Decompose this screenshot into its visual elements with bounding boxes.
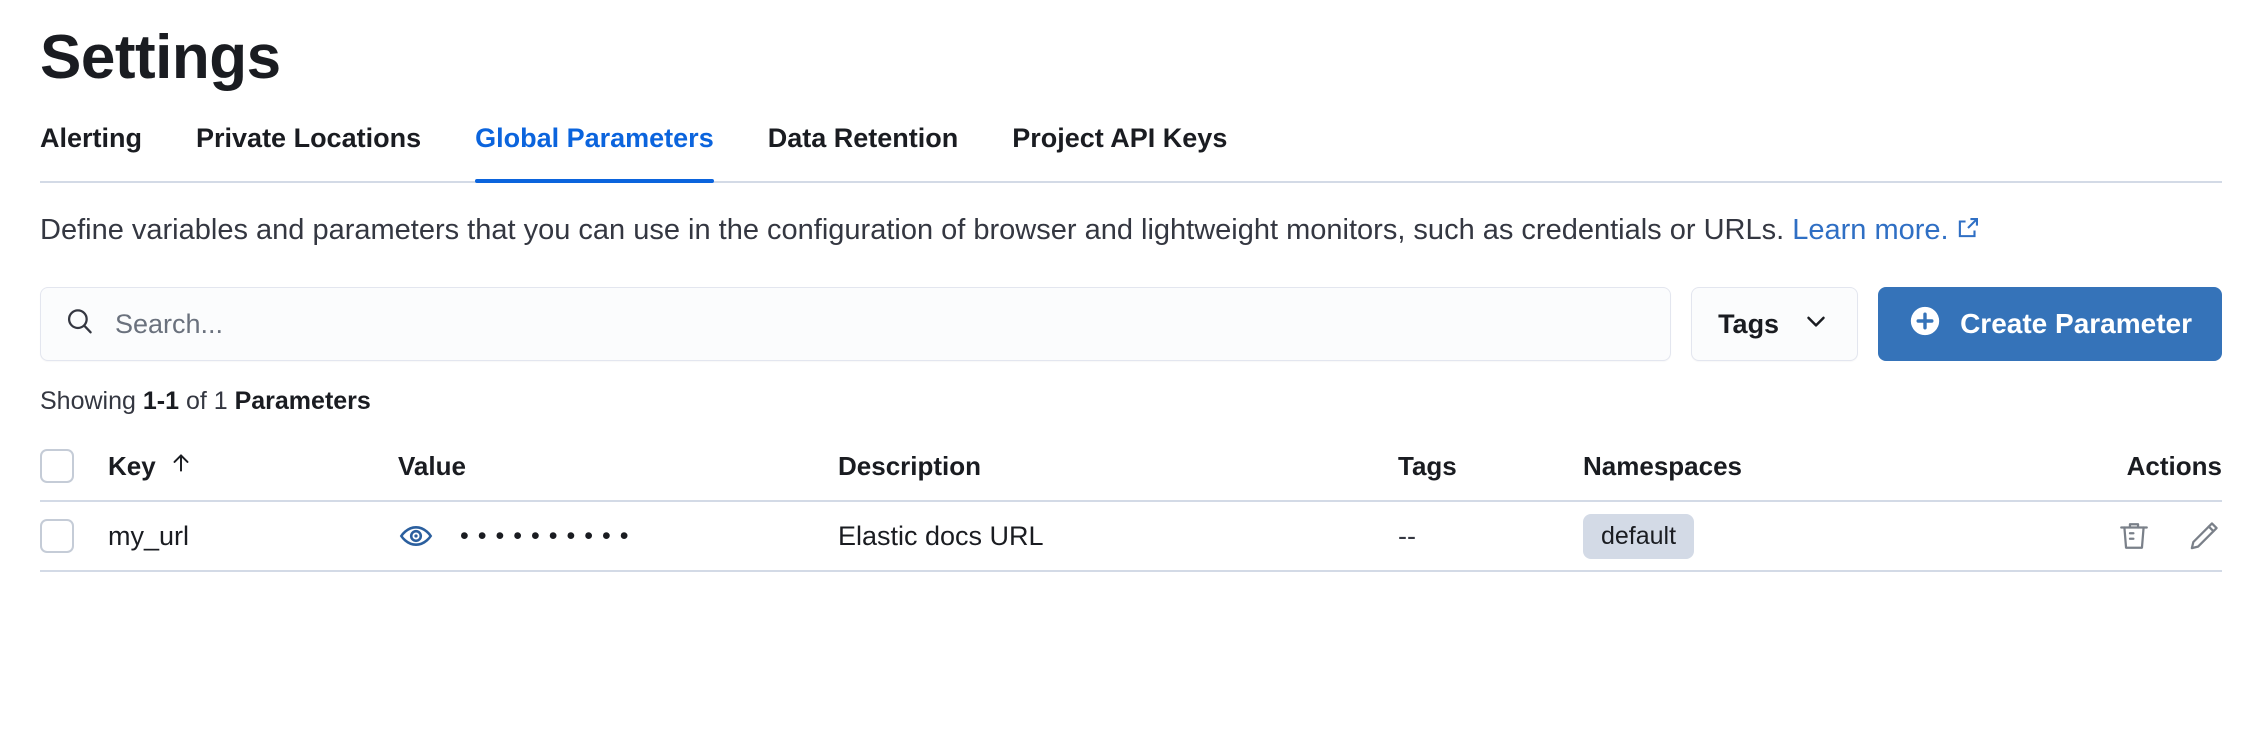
cell-value-masked: •••••••••• <box>460 521 638 550</box>
toolbar: Search... Tags Create Parameter <box>40 287 2222 362</box>
cell-key: my_url <box>108 520 190 551</box>
column-header-tags[interactable]: Tags <box>1398 451 1583 482</box>
results-count: Showing 1-1 of 1 Parameters <box>40 387 2222 416</box>
page-description: Define variables and parameters that you… <box>40 209 2220 253</box>
plus-circle-icon <box>1908 304 1942 345</box>
page-title: Settings <box>40 23 281 92</box>
column-header-value[interactable]: Value <box>398 451 838 482</box>
column-header-key[interactable]: Key <box>108 450 398 483</box>
cell-value: •••••••••• <box>398 518 838 554</box>
tab-data-retention[interactable]: Data Retention <box>741 121 986 181</box>
results-prefix: Showing <box>40 387 143 416</box>
column-label: Tags <box>1398 450 1457 481</box>
tab-label: Global Parameters <box>475 123 714 154</box>
results-middle: of 1 <box>179 387 235 416</box>
tab-project-api-keys[interactable]: Project API Keys <box>985 121 1254 181</box>
external-link-icon[interactable] <box>1955 211 1981 253</box>
parameters-table: Key Value Description Tags Namespaces <box>40 432 2222 573</box>
column-label: Key <box>108 450 156 481</box>
tab-label: Project API Keys <box>1012 123 1228 154</box>
eye-icon[interactable] <box>398 518 434 554</box>
search-icon <box>63 305 97 344</box>
cell-description: Elastic docs URL <box>838 520 1044 551</box>
create-parameter-button[interactable]: Create Parameter <box>1878 287 2222 362</box>
table-header-row: Key Value Description Tags Namespaces <box>40 432 2222 503</box>
sort-ascending-icon <box>168 450 194 483</box>
pencil-icon[interactable] <box>2186 518 2222 554</box>
column-label: Actions <box>2126 450 2222 481</box>
column-label: Namespaces <box>1583 450 1742 481</box>
trash-icon[interactable] <box>2116 518 2152 554</box>
chevron-down-icon <box>1801 306 1831 343</box>
tab-private-locations[interactable]: Private Locations <box>169 121 448 181</box>
select-all-cell <box>40 449 108 484</box>
column-label: Description <box>838 450 982 481</box>
column-label: Value <box>398 450 466 481</box>
tab-global-parameters[interactable]: Global Parameters <box>448 121 741 184</box>
column-header-actions: Actions <box>1962 451 2222 482</box>
results-range: 1-1 <box>142 387 179 416</box>
results-noun: Parameters <box>234 387 371 416</box>
search-input[interactable]: Search... <box>40 287 1672 362</box>
create-parameter-label: Create Parameter <box>1960 308 2192 340</box>
learn-more-link[interactable]: Learn more. <box>1792 214 1949 247</box>
tab-alerting[interactable]: Alerting <box>40 121 169 181</box>
tags-filter-label: Tags <box>1718 308 1780 339</box>
row-select-cell <box>40 519 108 554</box>
column-header-namespaces[interactable]: Namespaces <box>1583 451 1962 482</box>
column-header-description[interactable]: Description <box>838 451 1398 482</box>
select-all-checkbox[interactable] <box>40 449 74 484</box>
row-select-checkbox[interactable] <box>40 519 74 554</box>
tab-label: Alerting <box>40 123 143 154</box>
search-placeholder: Search... <box>115 308 224 339</box>
cell-actions <box>1962 518 2222 554</box>
tags-filter-dropdown[interactable]: Tags <box>1691 287 1859 362</box>
cell-namespaces: default <box>1583 513 1962 559</box>
tab-label: Private Locations <box>196 123 422 154</box>
settings-tabs: Alerting Private Locations Global Parame… <box>40 121 2222 184</box>
cell-tags: -- <box>1398 520 1416 551</box>
description-text: Define variables and parameters that you… <box>40 214 1793 247</box>
tab-label: Data Retention <box>767 123 959 154</box>
table-row: my_url •••••••••• Elastic docs URL -- de… <box>40 502 2222 573</box>
namespace-badge: default <box>1583 513 1695 559</box>
